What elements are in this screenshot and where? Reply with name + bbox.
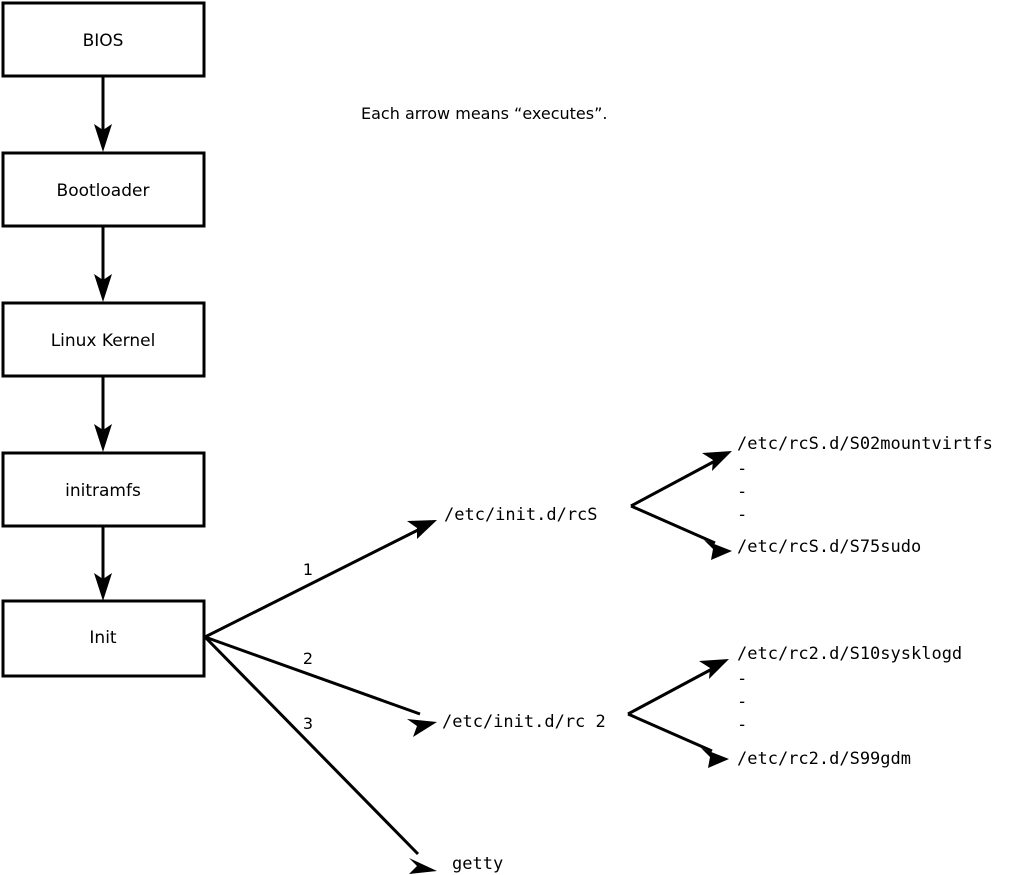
linux-kernel-label: Linux Kernel bbox=[51, 331, 156, 351]
edge-init-to-getty bbox=[203, 635, 437, 874]
caption-text: Each arrow means “executes”. bbox=[361, 104, 607, 123]
edge-rcs-to-last-script bbox=[630, 504, 732, 560]
initramfs-label: initramfs bbox=[65, 481, 141, 501]
branch-number-3: 3 bbox=[303, 714, 313, 733]
edge-line bbox=[627, 667, 713, 716]
arrow-head-icon bbox=[701, 748, 729, 768]
node-bios[interactable]: BIOS bbox=[1, 1, 206, 78]
rc2-ellipsis-dash-3: - bbox=[737, 715, 747, 735]
init-label: Init bbox=[89, 628, 117, 648]
node-init[interactable]: Init bbox=[1, 599, 206, 678]
linux-kernel-box bbox=[1, 301, 206, 378]
label-rc2-d-first: /etc/rc2.d/S10sysklogd bbox=[737, 644, 962, 664]
edge-initramfs-to-init bbox=[94, 526, 112, 601]
bios-label: BIOS bbox=[83, 31, 124, 51]
label-getty: getty bbox=[452, 854, 503, 874]
edge-rc2-to-first-script bbox=[627, 659, 729, 716]
arrow-head-icon bbox=[704, 540, 732, 560]
edge-rc2-to-last-script bbox=[627, 712, 729, 768]
edge-line bbox=[204, 635, 421, 716]
init-box bbox=[1, 599, 206, 678]
edge-line bbox=[627, 712, 713, 753]
arrow-head-icon bbox=[94, 573, 112, 601]
edge-init-to-rc2 bbox=[204, 635, 437, 737]
rcs-ellipsis-dash-1: - bbox=[737, 459, 747, 479]
bios-box bbox=[1, 1, 206, 78]
edge-rcs-to-first-script bbox=[630, 451, 732, 508]
arrow-head-icon bbox=[407, 520, 437, 539]
edge-line bbox=[630, 504, 716, 545]
branch-number-2: 2 bbox=[303, 649, 313, 668]
edge-bios-to-bootloader bbox=[94, 76, 112, 152]
label-rcs-d-first: /etc/rcS.d/S02mountvirtfs bbox=[737, 434, 993, 454]
edge-bootloader-to-kernel bbox=[94, 226, 112, 302]
edge-line bbox=[203, 635, 420, 856]
label-rc2-d-last: /etc/rc2.d/S99gdm bbox=[737, 749, 911, 769]
rc2-ellipsis-dash-2: - bbox=[737, 692, 747, 712]
edge-kernel-to-initramfs bbox=[94, 376, 112, 452]
arrow-head-icon bbox=[702, 451, 732, 471]
bootloader-label: Bootloader bbox=[57, 181, 150, 201]
arrow-head-icon bbox=[94, 274, 112, 302]
arrow-head-icon bbox=[94, 124, 112, 152]
edge-line bbox=[204, 527, 421, 639]
label-rcs-d-last: /etc/rcS.d/S75sudo bbox=[737, 537, 921, 557]
label-init-d-rcs: /etc/init.d/rcS bbox=[444, 505, 598, 525]
label-init-d-rc2: /etc/init.d/rc 2 bbox=[442, 712, 606, 732]
arrow-head-icon bbox=[94, 424, 112, 452]
node-initramfs[interactable]: initramfs bbox=[1, 451, 206, 528]
rcs-ellipsis-dash-2: - bbox=[737, 482, 747, 502]
edge-init-to-rcs bbox=[204, 520, 437, 639]
bootloader-box bbox=[1, 151, 206, 228]
edge-line bbox=[630, 459, 716, 508]
branch-number-1: 1 bbox=[303, 560, 313, 579]
node-bootloader[interactable]: Bootloader bbox=[1, 151, 206, 228]
rcs-ellipsis-dash-3: - bbox=[737, 505, 747, 525]
arrow-head-icon bbox=[407, 719, 437, 737]
node-linux-kernel[interactable]: Linux Kernel bbox=[1, 301, 206, 378]
arrow-head-icon bbox=[699, 659, 729, 679]
arrow-head-icon bbox=[409, 858, 437, 874]
rc2-ellipsis-dash-1: - bbox=[737, 669, 747, 689]
